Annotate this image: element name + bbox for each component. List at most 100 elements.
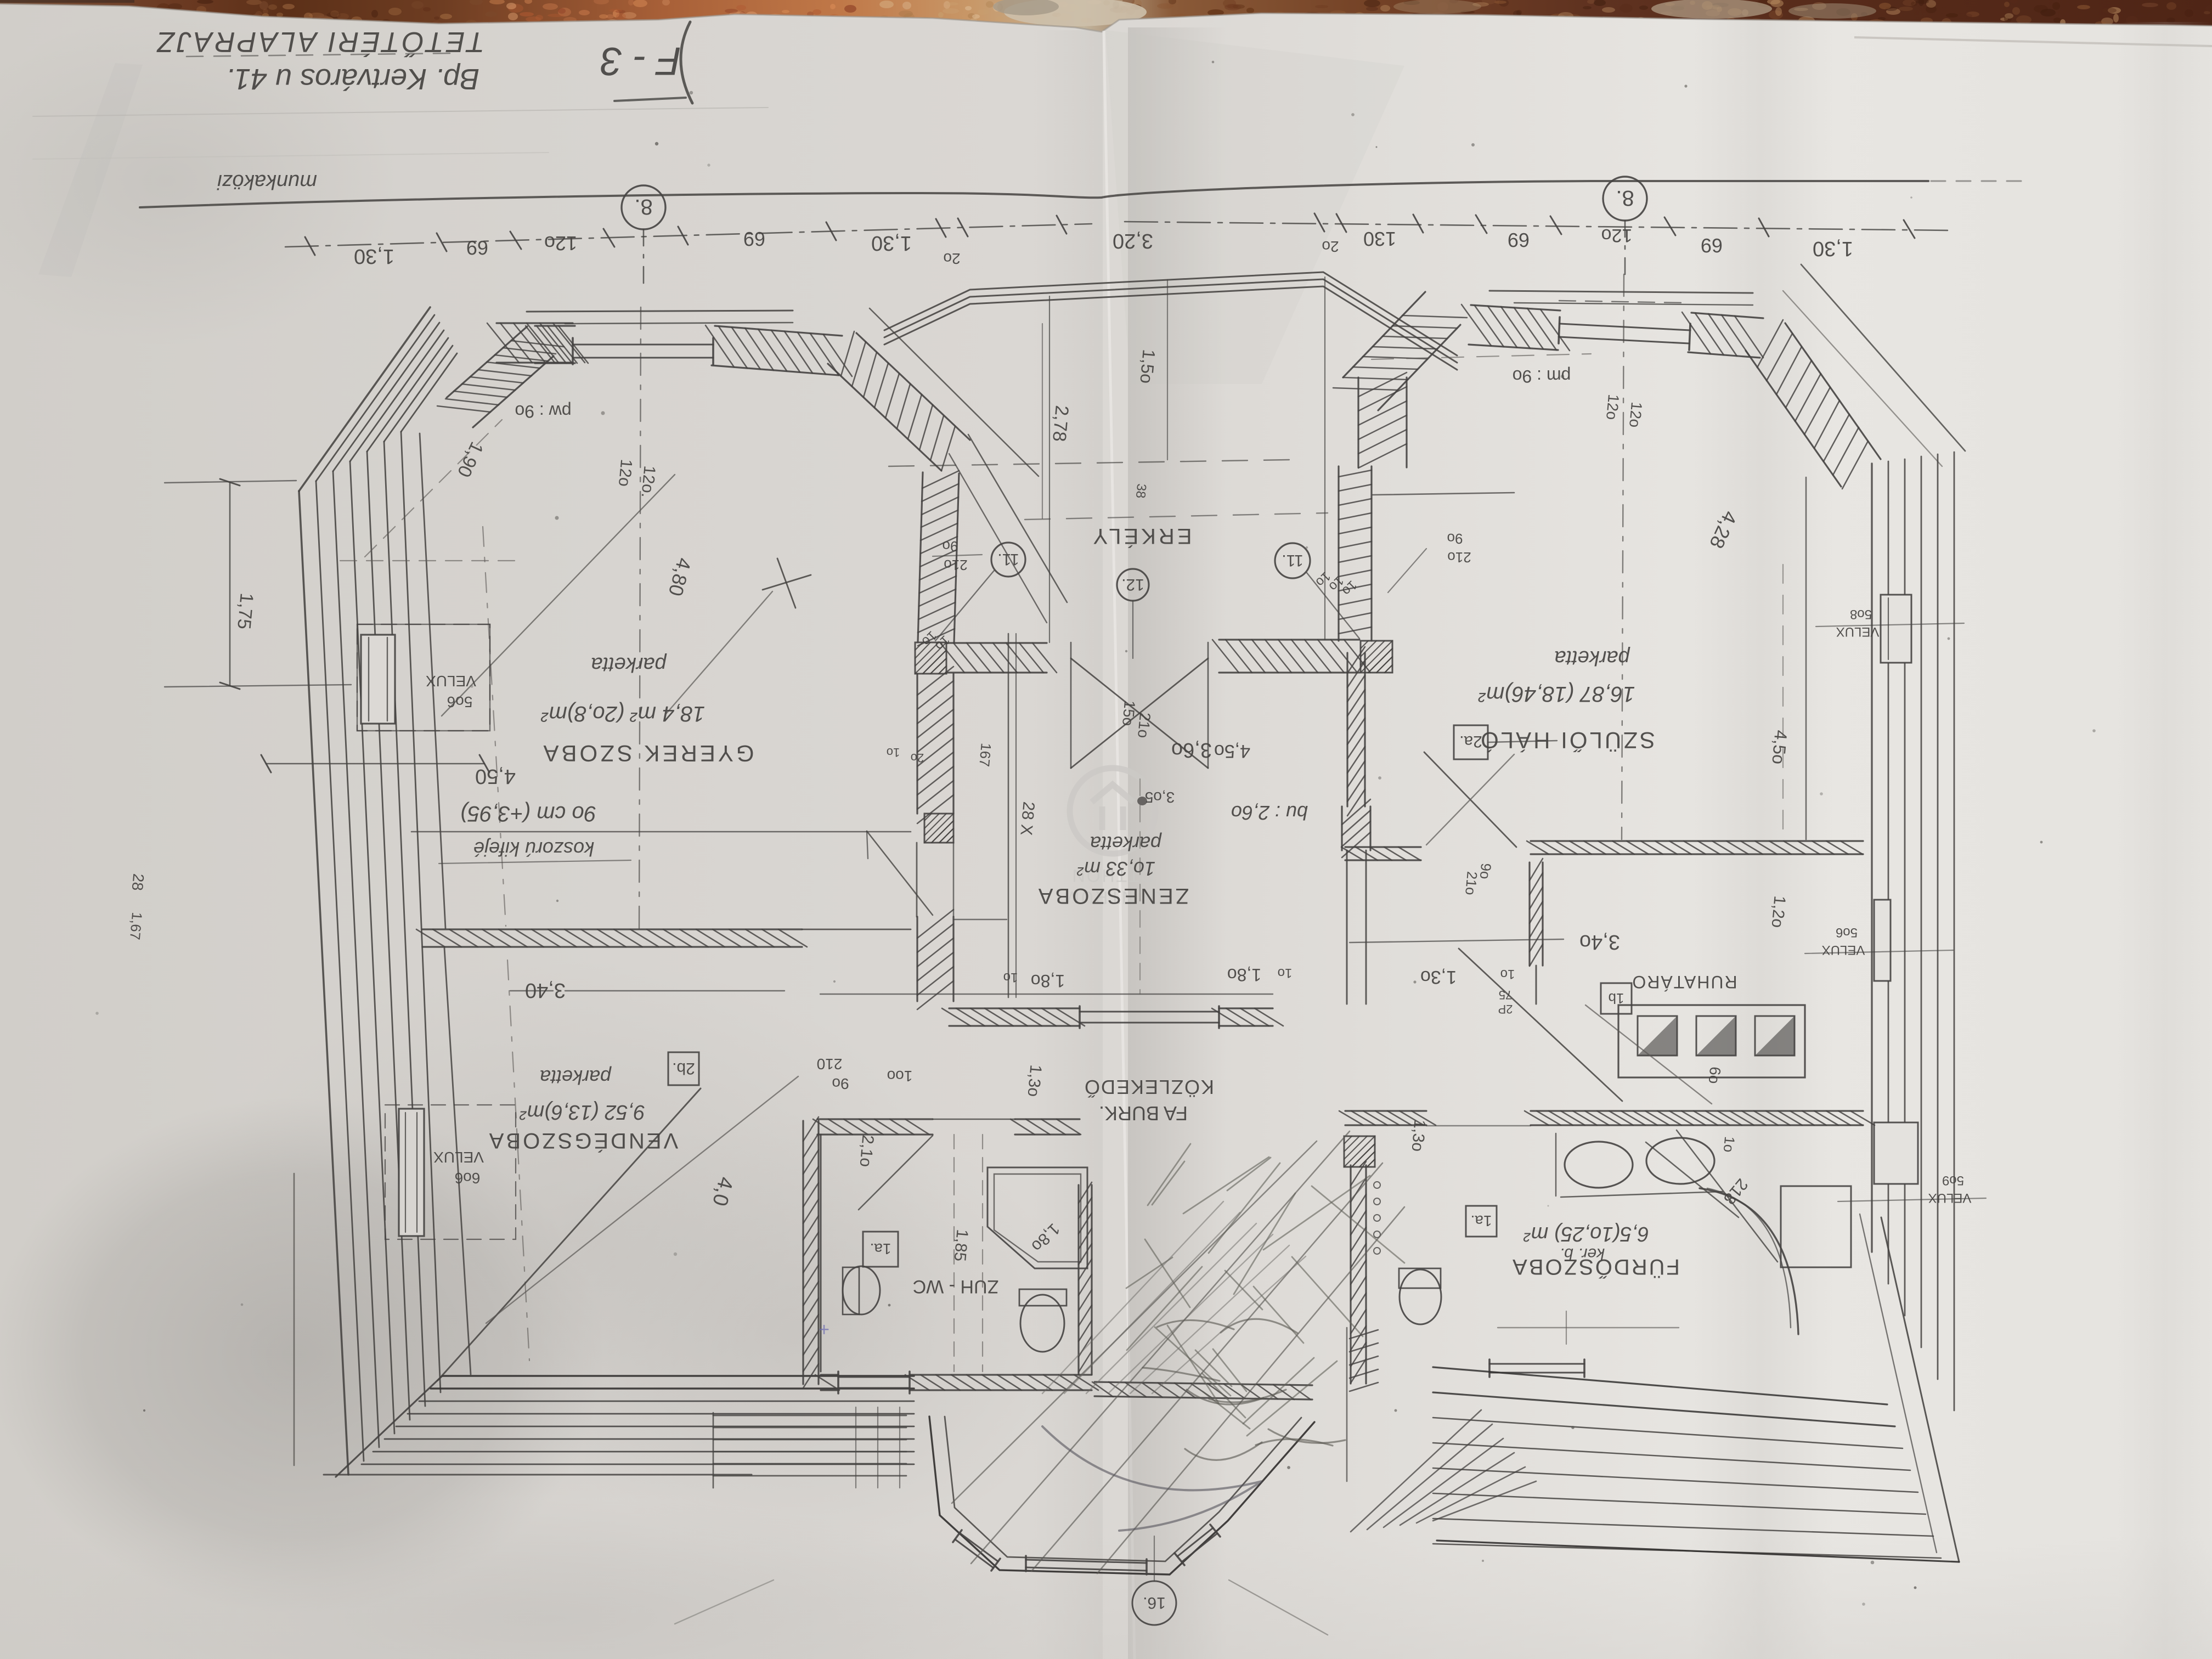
svg-text:9,52 (13,6)m²: 9,52 (13,6)m² bbox=[520, 1101, 645, 1124]
svg-text:1o: 1o bbox=[1278, 966, 1293, 980]
svg-text:8.: 8. bbox=[1616, 186, 1634, 210]
svg-text:11.: 11. bbox=[997, 550, 1019, 568]
svg-text:1,30: 1,30 bbox=[354, 245, 394, 268]
svg-text:2,78: 2,78 bbox=[1048, 404, 1073, 442]
svg-text:1,3o: 1,3o bbox=[1420, 967, 1457, 988]
svg-text:69: 69 bbox=[466, 236, 488, 259]
svg-text:KÖZLEKEDŐ: KÖZLEKEDŐ bbox=[1084, 1076, 1214, 1098]
svg-text:75: 75 bbox=[1499, 988, 1512, 1002]
svg-text:1o: 1o bbox=[1003, 970, 1018, 985]
svg-text:CENTRUM: CENTRUM bbox=[1063, 888, 1163, 907]
svg-text:9o cm (+3,95): 9o cm (+3,95) bbox=[460, 802, 596, 826]
svg-text:1,8o: 1,8o bbox=[1227, 965, 1261, 985]
svg-text:FÜRDŐSZOBA: FÜRDŐSZOBA bbox=[1511, 1255, 1680, 1279]
svg-text:5o8: 5o8 bbox=[1850, 607, 1872, 622]
svg-text:12o: 12o bbox=[1626, 401, 1645, 428]
svg-text:130: 130 bbox=[1363, 228, 1396, 250]
svg-text:ERKÉLY: ERKÉLY bbox=[1091, 524, 1192, 549]
svg-text:VENDÉGSZOBA: VENDÉGSZOBA bbox=[487, 1128, 679, 1153]
svg-text:munkaközi: munkaközi bbox=[217, 170, 317, 193]
svg-text:3,o5: 3,o5 bbox=[1145, 789, 1175, 806]
svg-text:1a.: 1a. bbox=[870, 1240, 891, 1257]
svg-text:167: 167 bbox=[976, 742, 995, 768]
svg-text:1o,33 m²: 1o,33 m² bbox=[1076, 857, 1155, 880]
svg-text:VELUX: VELUX bbox=[433, 1149, 484, 1166]
svg-text:1,3o: 1,3o bbox=[1024, 1064, 1045, 1097]
svg-text:21o: 21o bbox=[1135, 712, 1154, 738]
svg-text:12o: 12o bbox=[544, 232, 577, 255]
svg-text:RUHATÁRO: RUHATÁRO bbox=[1631, 972, 1737, 992]
svg-text:12o: 12o bbox=[1601, 225, 1633, 246]
svg-text:4,5o: 4,5o bbox=[1214, 741, 1250, 761]
svg-text:SZÜLŐI HÁLÓ: SZÜLŐI HÁLÓ bbox=[1479, 727, 1655, 753]
svg-text:FA BURK.: FA BURK. bbox=[1099, 1102, 1188, 1125]
svg-text:1o: 1o bbox=[887, 746, 900, 759]
svg-text:11.: 11. bbox=[1282, 551, 1303, 569]
svg-text:ZUH - WC: ZUH - WC bbox=[913, 1276, 999, 1297]
svg-text:12o: 12o bbox=[615, 459, 635, 488]
svg-text:12o.: 12o. bbox=[638, 465, 659, 498]
svg-text:69: 69 bbox=[1701, 234, 1723, 257]
svg-text:GYEREK SZOBA: GYEREK SZOBA bbox=[540, 741, 754, 766]
svg-text:69: 69 bbox=[743, 228, 765, 250]
svg-text:TETŐTÉRI ALAPRAJZ: TETŐTÉRI ALAPRAJZ bbox=[155, 26, 485, 58]
svg-text:9o: 9o bbox=[1447, 531, 1463, 547]
svg-text:4,50: 4,50 bbox=[475, 765, 516, 788]
svg-text:28: 28 bbox=[129, 873, 148, 891]
svg-text:2P: 2P bbox=[1498, 1002, 1513, 1016]
svg-text:1,8o: 1,8o bbox=[1031, 971, 1065, 991]
svg-text:2o: 2o bbox=[1322, 238, 1339, 255]
svg-text:1b: 1b bbox=[1609, 990, 1624, 1007]
svg-text:1,2o: 1,2o bbox=[1768, 895, 1789, 928]
svg-text:28 X: 28 X bbox=[1017, 801, 1037, 836]
svg-text:1,30: 1,30 bbox=[1813, 237, 1853, 260]
svg-text:2b.: 2b. bbox=[672, 1059, 695, 1077]
svg-text:9o: 9o bbox=[943, 538, 958, 555]
svg-text:5o6: 5o6 bbox=[1836, 925, 1858, 940]
svg-text:parketta: parketta bbox=[591, 653, 667, 676]
svg-text:1,5o: 1,5o bbox=[1136, 348, 1159, 384]
svg-text:+: + bbox=[819, 1319, 830, 1340]
svg-text:38: 38 bbox=[1133, 483, 1149, 499]
svg-text:18,4 m² (2o,8)m²: 18,4 m² (2o,8)m² bbox=[540, 702, 705, 726]
svg-text:2o: 2o bbox=[943, 250, 960, 267]
svg-text:parketta: parketta bbox=[540, 1066, 612, 1088]
svg-text:4,5o: 4,5o bbox=[1768, 729, 1791, 765]
svg-text:12.: 12. bbox=[1121, 575, 1144, 594]
svg-text:9o: 9o bbox=[1477, 862, 1494, 879]
svg-text:1,75: 1,75 bbox=[233, 592, 257, 630]
svg-text:VELUX: VELUX bbox=[1822, 943, 1865, 957]
svg-text:ker. b.: ker. b. bbox=[1560, 1245, 1605, 1263]
svg-text:parketta: parketta bbox=[1554, 646, 1630, 669]
svg-text:16.: 16. bbox=[1143, 1594, 1166, 1612]
svg-text:1o: 1o bbox=[1500, 967, 1515, 981]
svg-text:6,5(1o,25) m²: 6,5(1o,25) m² bbox=[1523, 1222, 1649, 1245]
svg-text:6o6: 6o6 bbox=[455, 1170, 481, 1187]
svg-text:12o: 12o bbox=[1603, 393, 1622, 420]
svg-text:3,6o: 3,6o bbox=[1171, 738, 1212, 761]
svg-text:3,20: 3,20 bbox=[1113, 229, 1153, 252]
svg-text:Bp. Kertváros u 41.: Bp. Kertváros u 41. bbox=[226, 63, 479, 95]
svg-text:69: 69 bbox=[1508, 229, 1530, 251]
svg-text:1,3o: 1,3o bbox=[1408, 1119, 1429, 1152]
svg-text:3,4o: 3,4o bbox=[1579, 930, 1620, 953]
svg-text:parketta: parketta bbox=[1090, 832, 1162, 855]
svg-text:VELUX: VELUX bbox=[1928, 1190, 1972, 1205]
svg-text:210: 210 bbox=[817, 1056, 843, 1073]
svg-text:VELUX: VELUX bbox=[426, 673, 476, 690]
svg-text:VELUX: VELUX bbox=[1836, 624, 1880, 639]
svg-text:2,1o: 2,1o bbox=[856, 1134, 877, 1167]
svg-text:1oo: 1oo bbox=[887, 1068, 913, 1085]
svg-text:1a.: 1a. bbox=[1471, 1212, 1492, 1229]
svg-text:1o: 1o bbox=[1720, 1136, 1738, 1153]
svg-text:21o: 21o bbox=[1462, 871, 1481, 896]
svg-text:15o: 15o bbox=[1119, 699, 1138, 726]
svg-text:2a.: 2a. bbox=[1459, 732, 1482, 751]
svg-text:2o: 2o bbox=[911, 751, 924, 765]
svg-text:ZENESZOBA: ZENESZOBA bbox=[1036, 884, 1189, 908]
svg-text:5o6: 5o6 bbox=[447, 693, 473, 710]
svg-text:F - 3: F - 3 bbox=[601, 39, 681, 83]
svg-text:21o: 21o bbox=[1447, 549, 1471, 566]
svg-text:koszorú kifejé: koszorú kifejé bbox=[473, 838, 594, 860]
svg-text:pw : 9o: pw : 9o bbox=[515, 402, 571, 421]
